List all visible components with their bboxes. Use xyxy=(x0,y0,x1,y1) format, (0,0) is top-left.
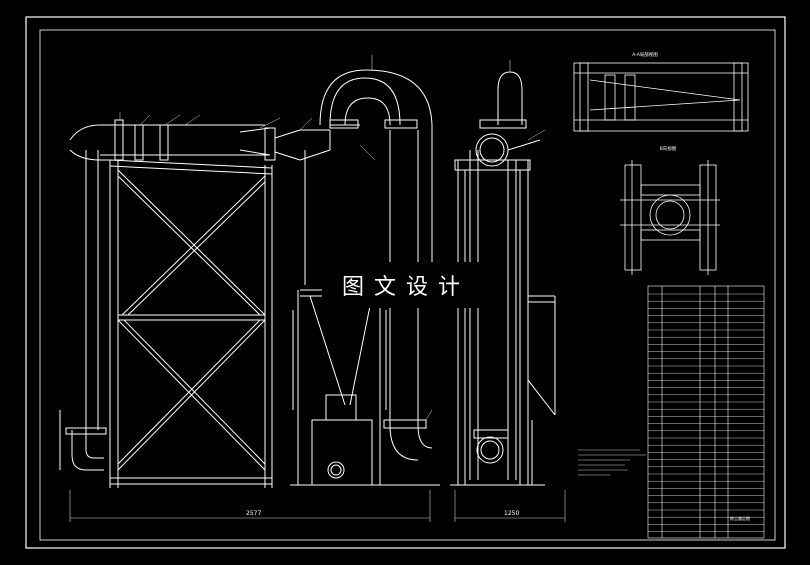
flange-detail-view xyxy=(620,160,720,275)
outer-frame xyxy=(25,16,786,549)
support-frame xyxy=(59,150,273,488)
front-width-dimension: 2577 xyxy=(246,510,261,517)
inner-frame xyxy=(39,29,776,541)
top-detail-view xyxy=(573,62,749,132)
inlet-duct xyxy=(69,119,331,161)
side-width-dimension: 1250 xyxy=(504,510,519,517)
flange-detail-title: B向视图 xyxy=(660,145,677,152)
watermark-label: 图文设计 xyxy=(322,262,490,308)
title-block-drawing-name: 除尘器总图 xyxy=(730,515,750,521)
top-detail-title: A-A局部视图 xyxy=(632,51,658,58)
dimension-lines xyxy=(69,55,566,522)
technical-notes xyxy=(578,449,646,476)
side-view xyxy=(450,71,556,486)
parts-table xyxy=(647,285,765,539)
parts-table-rows xyxy=(648,293,764,532)
leader-lines xyxy=(119,112,546,421)
